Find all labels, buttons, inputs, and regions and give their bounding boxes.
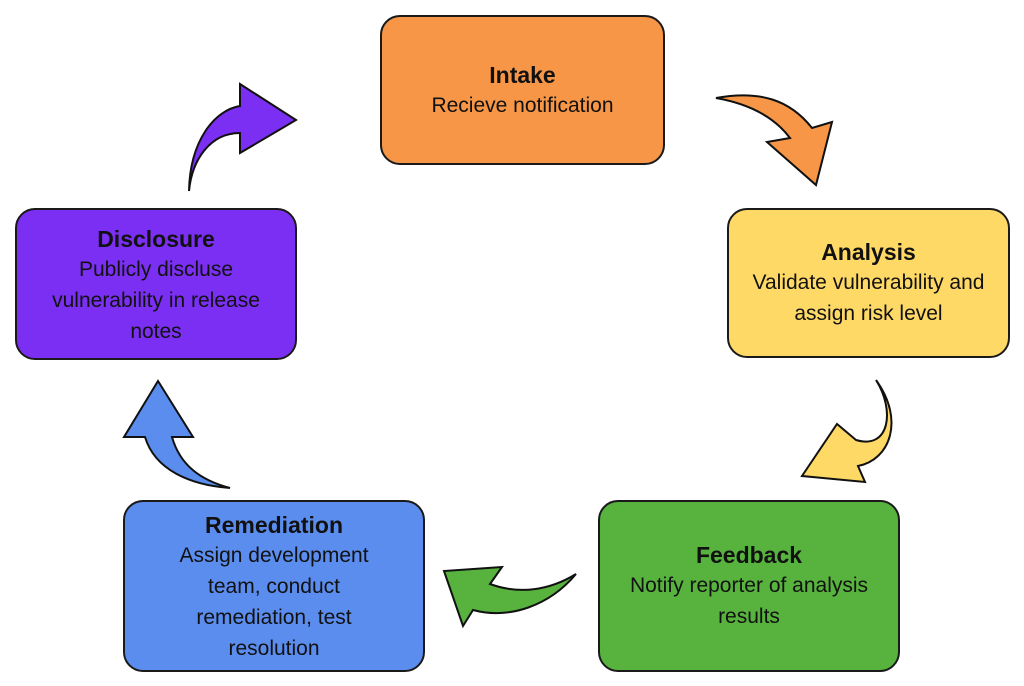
step-title: Disclosure bbox=[97, 226, 215, 252]
step-analysis: Analysis Validate vulnerability and assi… bbox=[727, 208, 1010, 358]
arrow-remediation-to-disclosure bbox=[122, 379, 231, 489]
step-remediation: Remediation Assign development team, con… bbox=[123, 500, 425, 672]
step-description: Recieve notification bbox=[431, 93, 614, 117]
step-description: Publicly discluse vulnerability in relea… bbox=[52, 258, 260, 343]
step-intake: Intake Recieve notification bbox=[380, 15, 665, 165]
arrow-disclosure-to-intake bbox=[188, 82, 298, 192]
step-description: Notify reporter of analysis results bbox=[629, 574, 869, 628]
step-title: Analysis bbox=[821, 239, 916, 265]
step-title: Remediation bbox=[204, 512, 344, 538]
step-description: Validate vulnerability and assign risk l… bbox=[752, 271, 985, 325]
step-feedback: Feedback Notify reporter of analysis res… bbox=[598, 500, 900, 672]
step-description: Assign development team, conduct remedia… bbox=[179, 544, 369, 660]
step-title: Intake bbox=[489, 61, 556, 88]
arrow-analysis-to-feedback bbox=[800, 379, 893, 484]
step-title: Feedback bbox=[695, 542, 803, 568]
arrow-intake-to-analysis bbox=[715, 94, 834, 187]
arrow-feedback-to-remediation bbox=[442, 565, 577, 629]
step-disclosure: Disclosure Publicly discluse vulnerabili… bbox=[15, 208, 297, 360]
